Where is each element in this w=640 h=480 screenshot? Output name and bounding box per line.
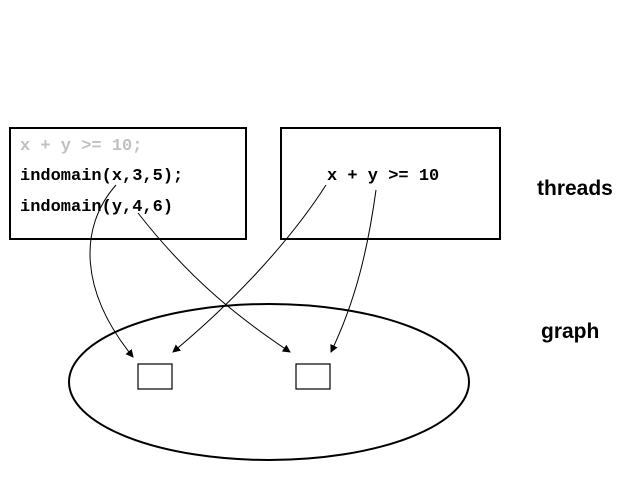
arrow-indomain-x-to-x-node: [89, 184, 134, 358]
variable-y-node: [295, 363, 331, 390]
arrow-constraint-x-to-x-node: [172, 184, 327, 353]
thread-line-indomain-y: indomain(y,4,6): [20, 198, 173, 217]
graph-ellipse: [68, 303, 470, 461]
arrow-constraint-y-to-y-node: [330, 189, 377, 353]
thread-line-indomain-x: indomain(x,3,5);: [20, 167, 183, 186]
arrow-indomain-y-to-y-node: [137, 212, 291, 353]
threads-label: threads: [537, 177, 613, 200]
left-thread-box: [9, 127, 247, 240]
right-thread-box: [280, 127, 501, 240]
thread-constraint-text: x + y >= 10: [327, 167, 439, 186]
variable-x-node: [137, 363, 173, 390]
graph-label: graph: [541, 320, 599, 343]
thread-line-faded-constraint: x + y >= 10;: [20, 137, 142, 156]
